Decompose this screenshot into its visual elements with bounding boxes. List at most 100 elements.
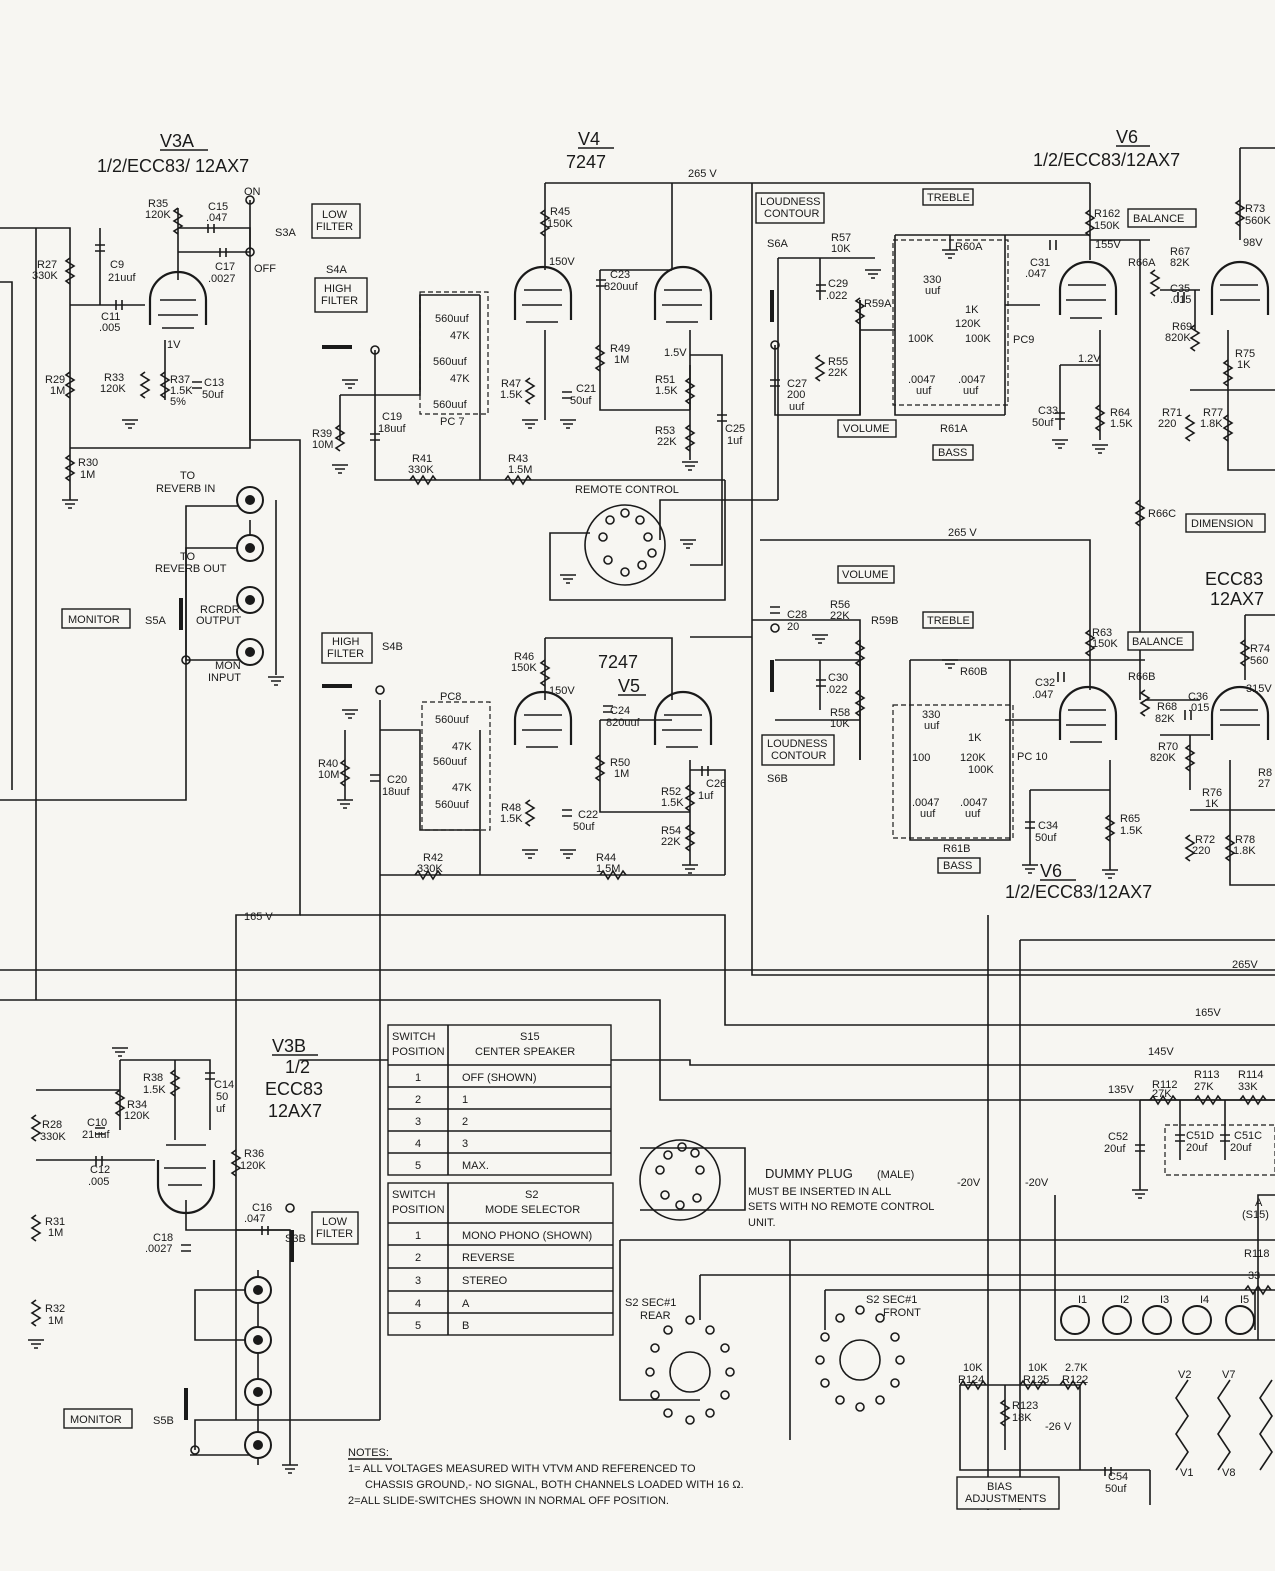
svg-text:120K: 120K <box>960 752 986 764</box>
mode-selector-rear <box>645 1315 735 1425</box>
svg-text:REAR: REAR <box>640 1310 671 1322</box>
svg-text:R54: R54 <box>661 825 681 837</box>
svg-text:TREBLE: TREBLE <box>927 192 970 204</box>
svg-text:18uuf: 18uuf <box>378 423 406 435</box>
svg-text:FILTER: FILTER <box>321 295 358 307</box>
svg-text:220: 220 <box>1192 845 1210 857</box>
svg-text:R77: R77 <box>1203 407 1223 419</box>
svg-text:DIMENSION: DIMENSION <box>1191 518 1253 530</box>
svg-text:S6B: S6B <box>767 773 788 785</box>
svg-text:R74: R74 <box>1250 643 1270 655</box>
svg-text:R124: R124 <box>958 1374 984 1386</box>
svg-text:R33: R33 <box>104 372 124 384</box>
svg-text:R59A: R59A <box>864 298 892 310</box>
svg-text:150K: 150K <box>547 218 573 230</box>
svg-text:S6A: S6A <box>767 238 788 250</box>
svg-text:V3A: V3A <box>160 131 194 151</box>
pc10-block <box>892 704 1014 839</box>
svg-text:R73: R73 <box>1245 203 1265 215</box>
svg-text:120K: 120K <box>955 318 981 330</box>
svg-text:150K: 150K <box>1092 638 1118 650</box>
svg-text:R72: R72 <box>1195 834 1215 846</box>
svg-text:PC9: PC9 <box>1013 334 1034 346</box>
svg-text:R65: R65 <box>1120 813 1140 825</box>
svg-text:R70: R70 <box>1158 741 1178 753</box>
box-labels: LOW FILTER HIGH FILTER HIGH FILTER LOW F… <box>68 192 1253 1505</box>
svg-text:50uf: 50uf <box>1035 832 1057 844</box>
svg-text:1/2/ECC83/12AX7: 1/2/ECC83/12AX7 <box>1033 150 1180 170</box>
svg-text:S2 SEC#1: S2 SEC#1 <box>866 1294 917 1306</box>
svg-text:R76: R76 <box>1202 787 1222 799</box>
svg-text:R50: R50 <box>610 757 630 769</box>
svg-text:C54: C54 <box>1108 1471 1128 1483</box>
svg-text:1= ALL VOLTAGES MEASURED WITH: 1= ALL VOLTAGES MEASURED WITH VTVM AND R… <box>348 1463 696 1475</box>
heater-strings <box>1175 1379 1273 1471</box>
svg-text:S5B: S5B <box>153 1415 174 1427</box>
svg-text:R37: R37 <box>170 374 190 386</box>
svg-text:R118: R118 <box>1244 1248 1269 1260</box>
svg-text:C36: C36 <box>1188 691 1208 703</box>
svg-text:uuf: uuf <box>925 285 941 297</box>
svg-text:uuf: uuf <box>789 401 805 413</box>
svg-text:7247: 7247 <box>598 652 638 672</box>
svg-text:3: 3 <box>415 1275 421 1287</box>
svg-text:R28: R28 <box>42 1119 62 1131</box>
notes: NOTES: 1= ALL VOLTAGES MEASURED WITH VTV… <box>348 1447 744 1507</box>
svg-text:50uf: 50uf <box>573 821 595 833</box>
svg-text:BIAS: BIAS <box>987 1481 1012 1493</box>
svg-text:265V: 265V <box>1232 959 1258 971</box>
svg-text:ON: ON <box>244 186 261 198</box>
svg-text:820uuf: 820uuf <box>606 717 641 729</box>
svg-text:R71: R71 <box>1162 407 1182 419</box>
svg-text:10K: 10K <box>1028 1362 1048 1374</box>
svg-text:FILTER: FILTER <box>327 648 364 660</box>
svg-text:.0047: .0047 <box>958 374 986 386</box>
svg-text:165V: 165V <box>1195 1007 1221 1019</box>
svg-text:CONTOUR: CONTOUR <box>771 750 826 762</box>
svg-text:20uf: 20uf <box>1104 1143 1126 1155</box>
svg-text:1.5K: 1.5K <box>1120 825 1143 837</box>
svg-text:120K: 120K <box>145 209 171 221</box>
svg-text:.015: .015 <box>1170 294 1191 306</box>
svg-text:REMOTE CONTROL: REMOTE CONTROL <box>575 484 679 496</box>
svg-text:C18: C18 <box>153 1232 173 1244</box>
svg-text:TO: TO <box>180 551 196 563</box>
svg-text:3: 3 <box>462 1138 468 1150</box>
svg-text:R41: R41 <box>412 453 432 465</box>
svg-text:1M: 1M <box>48 1227 63 1239</box>
svg-text:4: 4 <box>415 1138 421 1150</box>
svg-text:HIGH: HIGH <box>324 283 352 295</box>
svg-text:V5: V5 <box>618 676 640 696</box>
table-s15-center-speaker <box>387 1024 612 1176</box>
svg-text:INPUT: INPUT <box>208 672 241 684</box>
svg-text:1/2: 1/2 <box>285 1057 310 1077</box>
svg-text:MONO PHONO (SHOWN): MONO PHONO (SHOWN) <box>462 1230 592 1242</box>
svg-text:330: 330 <box>923 274 941 286</box>
svg-text:-20V: -20V <box>1025 1177 1049 1189</box>
svg-text:1.5M: 1.5M <box>508 464 532 476</box>
svg-text:R56: R56 <box>830 599 850 611</box>
svg-text:135V: 135V <box>1108 1084 1134 1096</box>
svg-text:STEREO: STEREO <box>462 1275 508 1287</box>
svg-text:150K: 150K <box>1094 220 1120 232</box>
svg-text:1.5K: 1.5K <box>170 385 193 397</box>
remote-control-socket <box>584 504 666 586</box>
svg-text:10K: 10K <box>831 243 851 255</box>
voltage-labels: 265 V 265 V 265V 165 V 165V 145V 135V 15… <box>167 168 1272 1433</box>
svg-text:S3B: S3B <box>285 1233 306 1245</box>
svg-text:B: B <box>462 1320 469 1332</box>
svg-text:S4A: S4A <box>326 264 347 276</box>
pc9-block <box>892 239 1009 406</box>
svg-text:1/2/ECC83/ 12AX7: 1/2/ECC83/ 12AX7 <box>97 156 249 176</box>
svg-text:S15: S15 <box>520 1031 540 1043</box>
svg-text:C32: C32 <box>1035 677 1055 689</box>
svg-text:33K: 33K <box>1238 1081 1258 1093</box>
svg-text:PC 7: PC 7 <box>440 416 464 428</box>
svg-text:R125: R125 <box>1023 1374 1049 1386</box>
svg-text:10M: 10M <box>312 439 333 451</box>
svg-text:.047: .047 <box>1025 268 1046 280</box>
svg-text:82K: 82K <box>1170 257 1190 269</box>
svg-text:315V: 315V <box>1246 683 1272 695</box>
svg-text:R44: R44 <box>596 852 616 864</box>
svg-text:.0047: .0047 <box>960 797 988 809</box>
